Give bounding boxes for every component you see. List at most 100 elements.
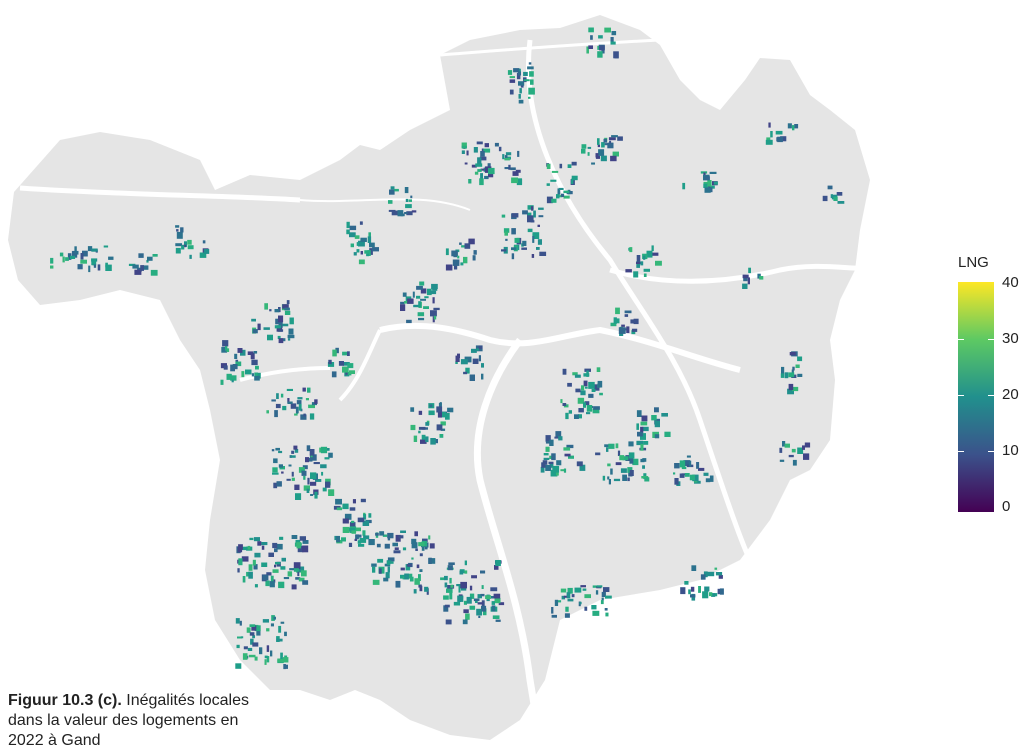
housing-parcel <box>478 345 483 349</box>
housing-parcel <box>418 542 425 547</box>
housing-parcel <box>237 546 243 553</box>
housing-parcel <box>480 593 485 597</box>
housing-parcel <box>429 404 433 408</box>
housing-parcel <box>298 566 305 572</box>
housing-parcel <box>392 542 398 547</box>
housing-parcel <box>346 229 350 235</box>
housing-parcel <box>584 401 590 406</box>
housing-parcel <box>636 262 641 264</box>
housing-parcel <box>498 146 502 152</box>
housing-parcel <box>400 567 405 571</box>
housing-parcel <box>551 198 557 203</box>
housing-parcel <box>714 567 718 570</box>
housing-parcel <box>440 428 446 431</box>
housing-parcel <box>592 610 600 616</box>
housing-parcel <box>788 372 795 378</box>
housing-parcel <box>294 484 300 490</box>
housing-parcel <box>560 399 563 404</box>
housing-parcel <box>262 574 269 581</box>
housing-parcel <box>234 353 238 359</box>
housing-parcel <box>518 81 525 86</box>
housing-parcel <box>640 421 648 426</box>
housing-parcel <box>257 323 261 331</box>
housing-parcel <box>226 373 232 380</box>
housing-parcel <box>791 448 796 453</box>
housing-parcel <box>768 122 771 128</box>
housing-parcel <box>420 298 426 301</box>
housing-parcel <box>454 263 458 270</box>
housing-parcel <box>488 172 494 178</box>
housing-parcel <box>557 188 561 195</box>
housing-parcel <box>661 413 668 417</box>
housing-parcel <box>531 206 534 211</box>
housing-parcel <box>469 605 476 610</box>
housing-parcel <box>387 557 395 562</box>
housing-parcel <box>759 276 764 280</box>
housing-parcel <box>252 559 256 566</box>
housing-parcel <box>105 264 112 271</box>
housing-parcel <box>306 445 311 452</box>
housing-parcel <box>568 455 574 459</box>
road-line <box>239 366 331 382</box>
housing-parcel <box>537 239 542 245</box>
housing-parcel <box>629 458 634 464</box>
housing-parcel <box>564 613 570 618</box>
housing-parcel <box>532 233 538 237</box>
housing-parcel <box>551 453 556 461</box>
housing-parcel <box>559 163 563 169</box>
housing-parcel <box>627 477 630 482</box>
housing-parcel <box>527 205 534 210</box>
housing-parcel <box>629 470 634 476</box>
road-line <box>299 198 471 211</box>
housing-parcel <box>528 96 531 99</box>
housing-parcel <box>640 261 644 266</box>
housing-parcel <box>453 601 461 606</box>
housing-parcel <box>792 386 799 392</box>
housing-parcel <box>643 441 649 445</box>
housing-parcel <box>624 310 632 314</box>
housing-parcel <box>476 608 482 616</box>
housing-parcel <box>416 285 423 290</box>
housing-parcel <box>410 407 415 412</box>
housing-parcel <box>175 247 181 254</box>
housing-parcel <box>385 572 390 579</box>
housing-parcel <box>267 334 273 341</box>
housing-parcel <box>528 87 535 95</box>
housing-parcel <box>350 520 355 523</box>
housing-parcel <box>742 274 749 279</box>
housing-parcel <box>360 498 366 503</box>
housing-parcel <box>288 328 294 335</box>
housing-parcel <box>187 245 194 250</box>
housing-parcel <box>779 459 785 462</box>
housing-parcel <box>803 453 810 460</box>
housing-parcel <box>294 413 298 416</box>
housing-parcel <box>372 566 376 573</box>
housing-parcel <box>654 421 660 428</box>
housing-parcel <box>280 566 286 570</box>
housing-parcel <box>492 615 500 619</box>
housing-parcel <box>533 210 536 218</box>
housing-parcel <box>270 650 273 657</box>
housing-parcel <box>97 264 101 271</box>
housing-parcel <box>591 162 595 165</box>
housing-parcel <box>700 574 706 580</box>
housing-parcel <box>137 267 142 272</box>
housing-parcel <box>282 323 289 327</box>
housing-parcel <box>696 462 700 469</box>
housing-parcel <box>413 589 417 594</box>
housing-parcel <box>597 51 603 58</box>
housing-parcel <box>77 264 83 270</box>
housing-parcel <box>251 359 258 366</box>
housing-parcel <box>230 364 235 372</box>
housing-parcel <box>391 210 399 216</box>
housing-parcel <box>232 364 238 370</box>
housing-parcel <box>254 584 258 588</box>
housing-parcel <box>461 150 465 154</box>
housing-parcel <box>599 45 605 51</box>
housing-parcel <box>237 568 240 573</box>
housing-parcel <box>484 175 489 180</box>
housing-parcel <box>134 269 142 275</box>
housing-parcel <box>674 463 680 469</box>
housing-parcel <box>405 204 412 209</box>
housing-parcel <box>176 231 183 239</box>
